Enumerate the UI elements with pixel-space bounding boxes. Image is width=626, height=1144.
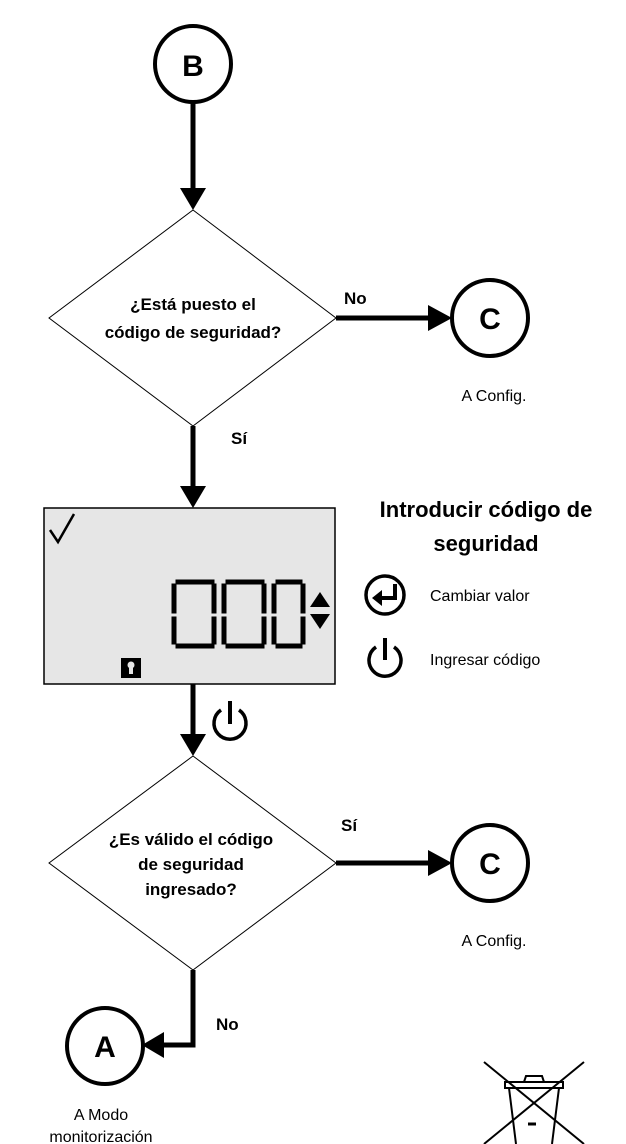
svg-text:C: C <box>479 303 501 336</box>
arrowhead <box>180 734 206 756</box>
caption-a-line-1: A Modo <box>74 1107 128 1124</box>
weee-bin-icon <box>483 1061 585 1144</box>
arrowhead <box>180 188 206 210</box>
legend-label-enter-code: Ingresar código <box>430 652 540 669</box>
enter-arrow-icon <box>364 574 406 616</box>
svg-text:B: B <box>182 50 204 83</box>
decision-2-line-1: ¿Es válido el código <box>109 830 273 849</box>
caption-a-line-2: monitorización <box>49 1129 152 1144</box>
panel-heading-line-1: Introducir código de <box>380 497 593 522</box>
lcd-digits <box>171 579 306 649</box>
down-arrow-icon <box>310 614 330 629</box>
decision-2-line-3: ingresado? <box>145 880 237 899</box>
checkmark-icon <box>48 513 76 545</box>
svg-text:C: C <box>479 848 501 881</box>
caption-c-2: A Config. <box>462 933 527 950</box>
decision-1: ¿Está puesto el código de seguridad? <box>48 209 337 427</box>
arrowhead <box>180 486 206 508</box>
arrowhead <box>428 305 452 331</box>
panel-heading-line-2: seguridad <box>433 531 538 556</box>
decision-1-no-label: No <box>344 289 367 308</box>
decision-1-line-1: ¿Está puesto el <box>130 295 256 314</box>
decision-2-line-2: de seguridad <box>138 855 244 874</box>
lcd-display: 000 <box>43 507 336 685</box>
lock-icon <box>121 658 141 678</box>
connector-b: B <box>153 24 233 104</box>
svg-text:A: A <box>94 1031 116 1064</box>
caption-c-1: A Config. <box>462 388 527 405</box>
decision-1-yes-label: Sí <box>231 429 248 448</box>
arrow-decision-2-no <box>160 970 196 1048</box>
legend-label-change-value: Cambiar valor <box>430 588 530 605</box>
arrowhead <box>142 1032 164 1058</box>
arrowhead <box>428 850 452 876</box>
power-icon <box>367 638 403 678</box>
power-icon <box>212 701 248 741</box>
decision-2-yes-label: Sí <box>341 816 358 835</box>
connector-c-1: C <box>450 278 530 358</box>
connector-c-2: C <box>450 823 530 903</box>
connector-a: A <box>65 1006 145 1086</box>
decision-1-line-2: código de seguridad? <box>105 323 282 342</box>
up-arrow-icon <box>310 592 330 607</box>
decision-2: ¿Es válido el código de seguridad ingres… <box>48 755 337 971</box>
decision-2-no-label: No <box>216 1015 239 1034</box>
